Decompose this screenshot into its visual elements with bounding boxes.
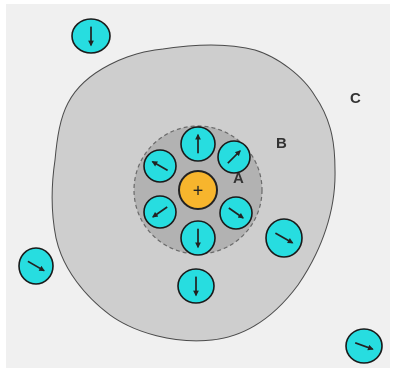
water-molecule-icon: [346, 329, 382, 363]
water-molecule-icon: [144, 196, 176, 228]
water-molecule-icon: [218, 141, 250, 173]
central-ion: +: [179, 171, 217, 209]
water-molecule-icon: [266, 219, 302, 257]
water-molecule-icon: [181, 221, 215, 255]
ion-charge-sign: +: [193, 181, 204, 201]
label-region-b: B: [276, 135, 287, 152]
water-molecule-icon: [72, 19, 110, 53]
water-molecule-icon: [181, 127, 215, 161]
label-region-c: C: [350, 90, 361, 107]
water-molecule-icon: [19, 248, 53, 284]
label-region-a: A: [233, 170, 244, 187]
water-molecule-icon: [178, 269, 214, 303]
water-molecule-icon: [220, 197, 252, 229]
water-molecule-icon: [144, 150, 176, 182]
